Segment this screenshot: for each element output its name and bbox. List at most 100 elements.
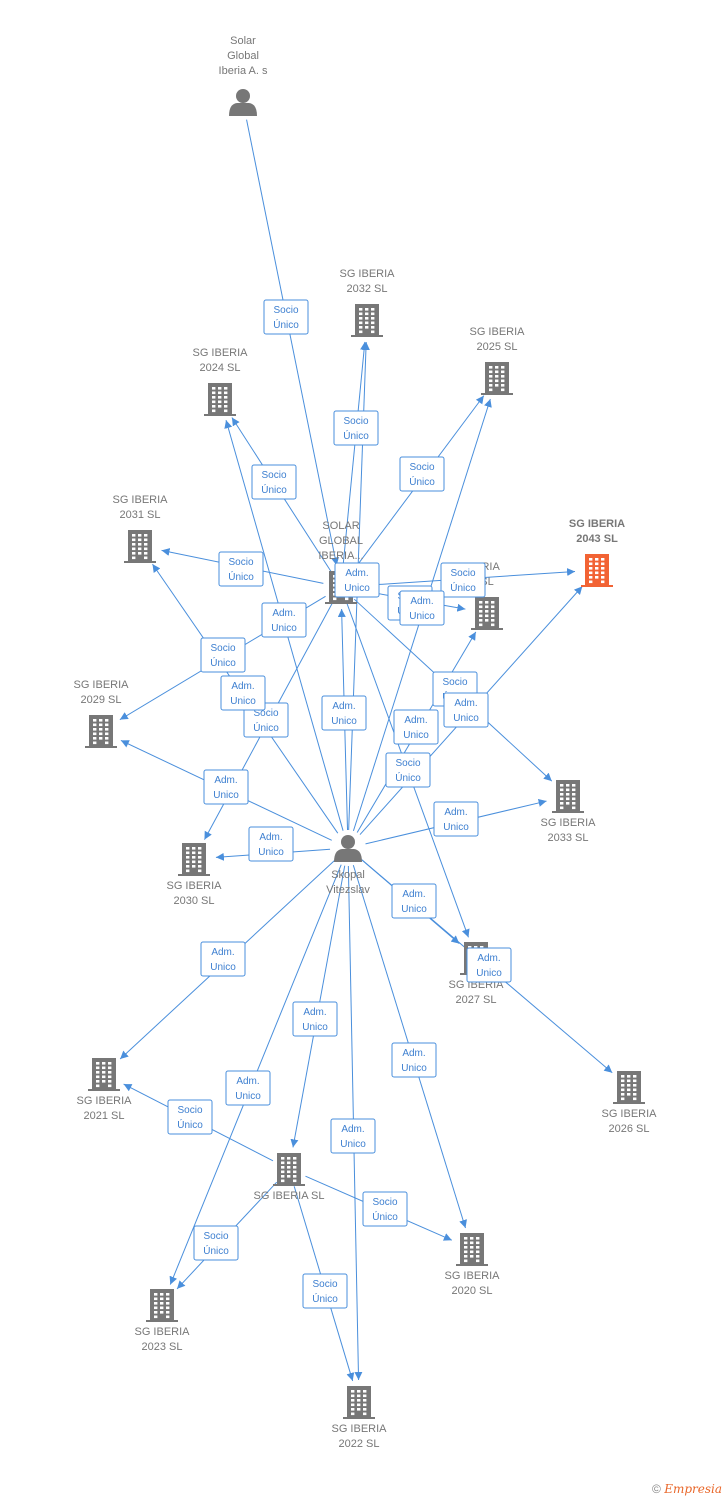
node-label: SG IBERIA — [569, 518, 625, 530]
edge-label-text: Unico — [230, 696, 256, 707]
edge-label-box[interactable]: Adm.Unico — [391, 883, 437, 919]
node-label: 2029 SL — [81, 694, 122, 706]
edge-label-box[interactable]: Adm. Unico — [220, 675, 266, 711]
node-sgsl[interactable]: SG IBERIA SL — [254, 1153, 325, 1202]
building-icon — [481, 362, 513, 395]
node-label: SG IBERIA — [601, 1108, 657, 1120]
person-icon — [229, 89, 257, 116]
edge-label-text: Único — [210, 656, 236, 669]
edge-label-text: Socio — [343, 416, 368, 427]
edge-label-frame — [433, 801, 479, 837]
edge-label-text: Unico — [271, 623, 297, 634]
edge-label-text: Unico — [210, 962, 236, 973]
building-icon — [351, 304, 383, 337]
building-icon — [178, 843, 210, 876]
edge-label-text: Adm. — [272, 608, 295, 619]
node-sg2021[interactable]: SG IBERIA 2021 SL — [76, 1058, 132, 1122]
node-label: SG IBERIA — [331, 1423, 387, 1435]
edge-label-text: Único — [253, 721, 279, 734]
edge-label-box[interactable]: Adm.Unico — [466, 947, 512, 983]
edge-label-text: Socio — [228, 557, 253, 568]
edge-label-text: Adm. — [410, 596, 433, 607]
edge-label-box[interactable]: Adm.Unico — [391, 1042, 437, 1078]
edge-label-text: Socio — [203, 1231, 228, 1242]
edge-label-text: Unico — [340, 1139, 366, 1150]
edge-label-box[interactable]: Adm.Unico — [248, 826, 294, 862]
edge-label-frame — [263, 299, 309, 335]
node-sg2029[interactable]: SG IBERIA 2029 SL — [73, 679, 129, 748]
building-icon — [273, 1153, 305, 1186]
node-label: Skopal — [331, 869, 365, 881]
node-label: SG IBERIA — [469, 326, 525, 338]
edge-label-frame — [302, 1273, 348, 1309]
edge-label-text: Socio — [409, 462, 434, 473]
edge-label-text: Socio — [253, 708, 278, 719]
edge-label-frame — [243, 702, 289, 738]
edge-label-box[interactable]: Adm.Unico — [393, 709, 439, 745]
edge-label-text: Unico — [344, 583, 370, 594]
node-label: IBERIA... — [318, 550, 363, 562]
edge-label-box[interactable]: Adm.Unico — [334, 562, 380, 598]
edge-label-frame — [261, 602, 307, 638]
edge-label-frame — [248, 826, 294, 862]
edge-label-box[interactable]: Adm.Unico — [330, 1118, 376, 1154]
edge-label-text: Unico — [213, 790, 239, 801]
edge-label-box[interactable]: Adm.Unico — [443, 692, 489, 728]
edge-label-box[interactable]: Adm. Unico — [261, 602, 307, 638]
node-label: 2021 SL — [84, 1110, 125, 1122]
edge-label-text: Único — [312, 1292, 338, 1305]
copyright-icon: © — [652, 1482, 661, 1496]
edge-label-box[interactable]: Adm.Unico — [225, 1070, 271, 1106]
edge-label-box[interactable]: Adm.Unico — [292, 1001, 338, 1037]
building-icon — [456, 1233, 488, 1266]
edge-label-text: Socio — [395, 758, 420, 769]
edge-label-text: Adm. — [231, 681, 254, 692]
edge-label-frame — [220, 675, 266, 711]
node-label: SG IBERIA — [73, 679, 129, 691]
edge-label-text: Unico — [443, 822, 469, 833]
edge-label-text: Socio — [312, 1279, 337, 1290]
node-label: 2020 SL — [452, 1285, 493, 1297]
building-icon — [552, 780, 584, 813]
brand-logo[interactable]: Empresia — [664, 1482, 722, 1496]
node-label: SG IBERIA — [76, 1095, 132, 1107]
edge-label-box[interactable]: Adm.Unico — [321, 695, 367, 731]
node-label: GLOBAL — [319, 535, 363, 547]
edge-label-box[interactable]: Adm.Unico — [203, 769, 249, 805]
edge-label-text: Único — [409, 475, 435, 488]
edge-label-text: Único — [343, 429, 369, 442]
edge-label-box[interactable]: Adm.Unico — [399, 590, 445, 626]
edge-label-text: Socio — [450, 568, 475, 579]
edge-label-box[interactable]: Adm.Unico — [433, 801, 479, 837]
edge-label-box[interactable]: Adm.Unico — [200, 941, 246, 977]
edge-label-frame — [333, 410, 379, 446]
node-label: Vitezslav — [326, 884, 370, 896]
